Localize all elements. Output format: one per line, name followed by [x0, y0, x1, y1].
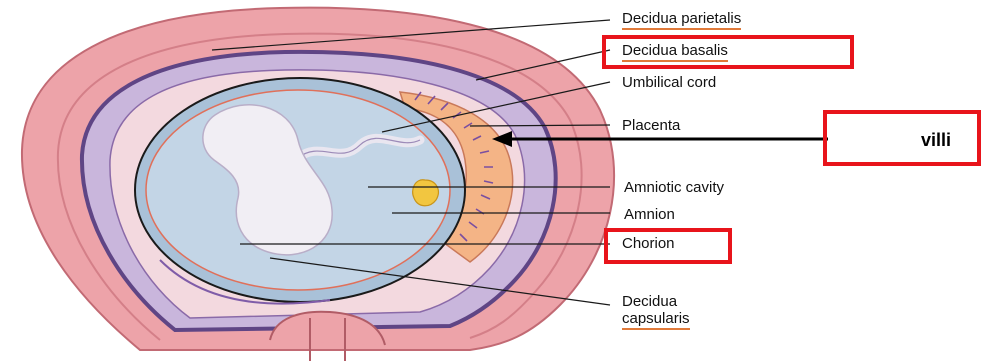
label-decidua-parietalis: Decidua parietalis	[622, 10, 741, 30]
label-amniotic-cavity: Amniotic cavity	[624, 179, 724, 196]
label-amnion: Amnion	[624, 206, 675, 223]
villi-callout-label: villi	[921, 130, 951, 151]
label-umbilical-cord: Umbilical cord	[622, 74, 716, 91]
label-decidua-capsularis-line1: Decidua	[622, 293, 677, 310]
yolk-sac	[413, 180, 439, 206]
label-placenta: Placenta	[622, 117, 680, 134]
villi-callout-box	[823, 110, 981, 166]
highlight-box-decidua-basalis	[602, 35, 854, 69]
label-decidua-capsularis-line2: capsularis	[622, 310, 690, 330]
highlight-box-chorion	[604, 228, 732, 264]
